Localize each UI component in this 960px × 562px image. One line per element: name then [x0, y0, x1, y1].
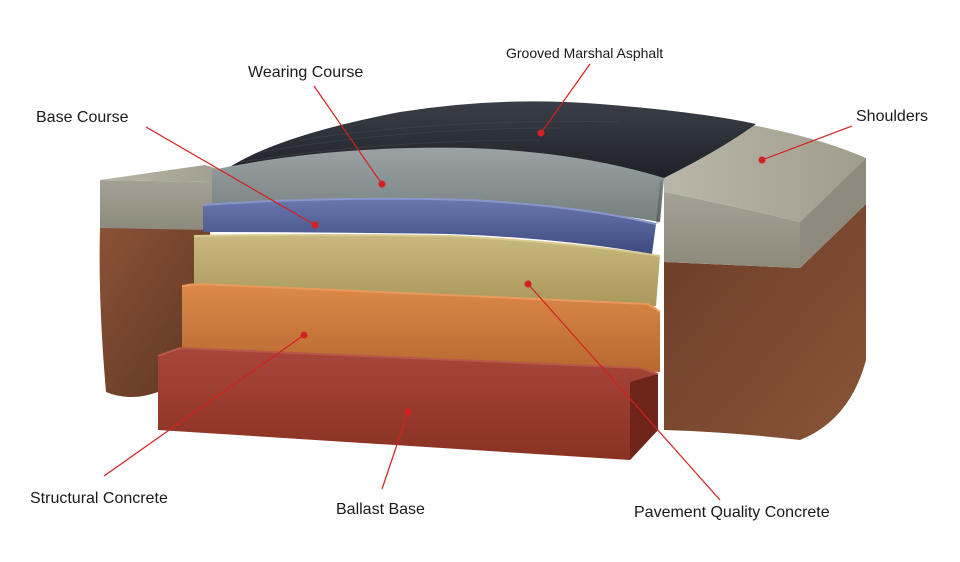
label-base-course: Base Course	[36, 109, 129, 126]
ballast-base-edge	[157, 346, 659, 375]
label-pavement-quality-concrete: Pavement Quality Concrete	[634, 504, 830, 521]
dot-asphalt	[537, 129, 545, 137]
leader-dots	[300, 129, 766, 416]
base-course-layer	[203, 198, 656, 254]
ballast-base-layer	[158, 348, 658, 460]
leader-structural-concrete	[103, 334, 305, 477]
leader-ballast-base	[381, 411, 409, 490]
leader-base-course	[145, 126, 316, 226]
dot-base-course	[311, 221, 319, 229]
shoulder-right-top	[664, 125, 866, 222]
dot-pqc	[524, 280, 532, 288]
leader-shoulders	[761, 125, 853, 161]
dot-shoulders	[758, 156, 766, 164]
asphalt-grooves	[239, 120, 621, 163]
dot-structural-concrete	[300, 331, 308, 339]
dot-wearing-course	[378, 180, 386, 188]
leader-pqc	[527, 283, 721, 501]
label-structural-concrete: Structural Concrete	[30, 490, 168, 507]
label-shoulders: Shoulders	[856, 108, 929, 125]
wearing-course-side	[656, 178, 664, 224]
shoulder-left-front	[100, 180, 212, 230]
dot-ballast-base	[404, 408, 412, 416]
shoulder-right-front	[664, 192, 800, 268]
leader-lines	[103, 63, 853, 501]
structural-concrete-layer	[182, 283, 660, 372]
leader-asphalt	[540, 63, 591, 134]
soil-right	[664, 204, 866, 440]
wearing-course-layer	[212, 147, 664, 222]
base-course-edge	[202, 197, 657, 225]
shoulder-left-top	[100, 165, 228, 182]
structural-concrete-edge	[181, 282, 661, 313]
pqc-edge	[193, 234, 661, 257]
label-ballast-base: Ballast Base	[336, 501, 425, 518]
leader-wearing-course	[313, 85, 383, 185]
label-wearing-course: Wearing Course	[248, 64, 364, 81]
shoulder-right-side	[800, 158, 866, 268]
ballast-base-side	[630, 374, 658, 460]
asphalt-layer	[228, 101, 756, 178]
label-grooved-marshal-asphalt: Grooved Marshal Asphalt	[506, 45, 664, 61]
